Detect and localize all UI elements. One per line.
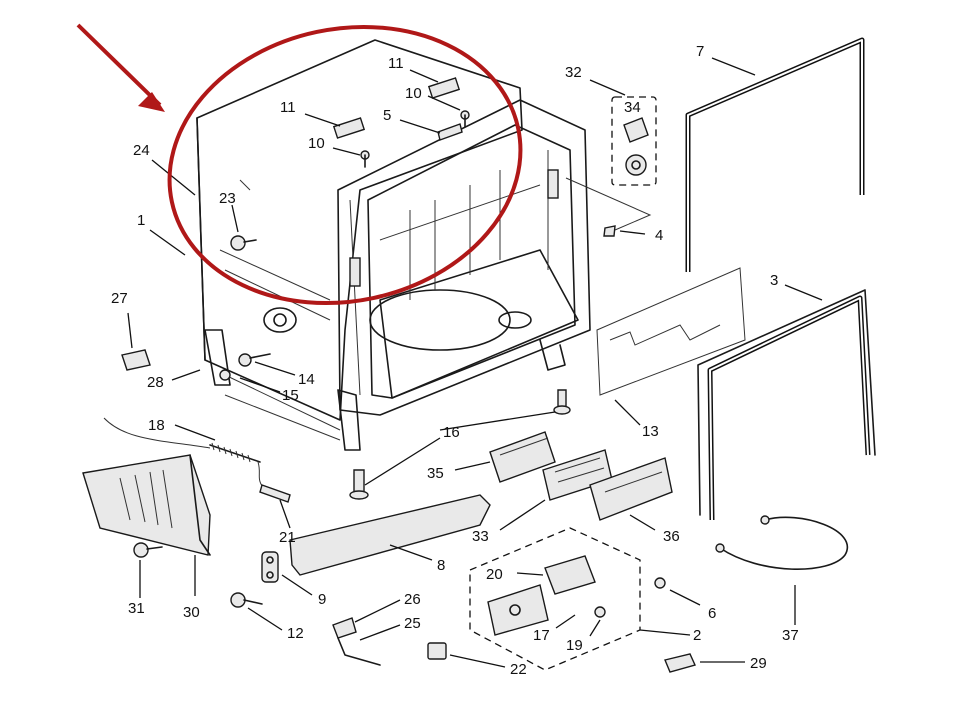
callout-labels: 11 10 11 10 5 24 1 23 32 34 7 4 3 13 27 … [111,43,799,678]
callout-2: 2 [693,627,701,644]
leader-lines [127,57,823,668]
callout-11: 11 [388,55,404,72]
callout-4: 4 [655,227,663,244]
part-23-bumper [230,235,257,251]
callout-9: 9 [318,591,326,608]
part-25-26-clip [332,617,381,666]
part-14-15-bolts [219,353,271,381]
callout-3: 3 [770,272,778,289]
highlight-annotation [76,23,523,306]
callout-6: 6 [708,605,716,622]
callout-23: 23 [219,190,236,207]
callout-35: 35 [427,465,444,482]
part-31-screw [133,542,163,558]
callout-7: 7 [696,43,704,60]
part-37-hose [715,515,849,570]
callout-1: 1 [137,212,145,229]
callout-20: 20 [486,566,503,583]
part-9-bracket [261,551,279,583]
tub-assembly [196,39,591,451]
callout-11: 11 [280,99,296,116]
part-32-vent-group [611,96,657,186]
callout-25: 25 [404,615,421,632]
callout-19: 19 [566,637,583,654]
part-30-panel [82,454,211,556]
callout-5: 5 [383,107,391,124]
part-21-pin [259,484,291,503]
callout-33: 33 [472,528,489,545]
part-22-switch [427,642,447,660]
callout-36: 36 [663,528,680,545]
callout-10: 10 [405,85,422,102]
part-35-housing [489,431,556,483]
callout-15: 15 [282,387,299,404]
callout-31: 31 [128,600,145,617]
part-3-gasket [697,289,876,521]
part-7-gasket [685,37,865,272]
part-29-fitting [664,653,696,673]
callout-17: 17 [533,627,550,644]
callout-28: 28 [147,374,164,391]
part-36-bracket [589,457,673,521]
callout-16: 16 [443,424,460,441]
callout-21: 21 [279,529,296,546]
part-12-screw [230,592,263,608]
callout-8: 8 [437,557,445,574]
callout-24: 24 [133,142,150,159]
callout-12: 12 [287,625,304,642]
part-27-plug [121,349,151,371]
callout-32: 32 [565,64,582,81]
callout-30: 30 [183,604,200,621]
callout-26: 26 [404,591,421,608]
part-8-plate [289,494,491,576]
callout-22: 22 [510,661,527,678]
callout-37: 37 [782,627,799,644]
part-13-panel [596,267,746,396]
part-4-clip [565,177,652,237]
callout-10: 10 [308,135,325,152]
callout-18: 18 [148,417,165,434]
callout-34: 34 [624,99,641,116]
callout-29: 29 [750,655,767,672]
callout-27: 27 [111,290,128,307]
part-16-legs [349,389,571,500]
callout-14: 14 [298,371,315,388]
callout-13: 13 [642,423,659,440]
